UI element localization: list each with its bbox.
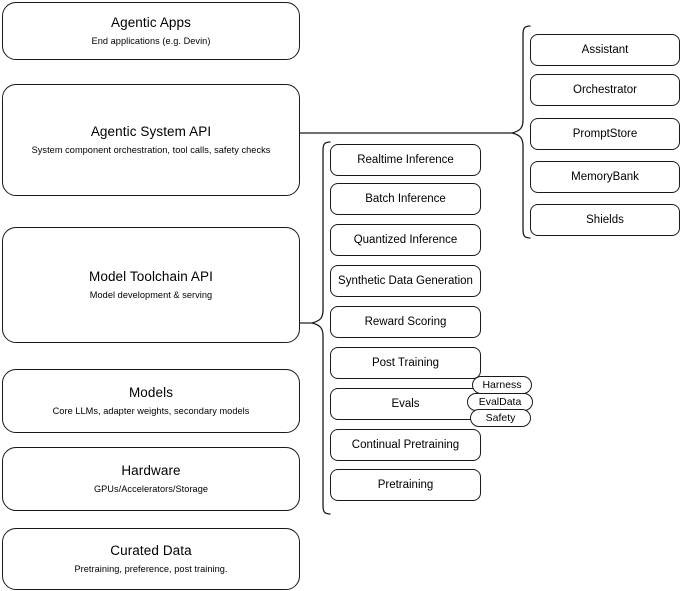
component-label: Assistant: [581, 44, 629, 56]
component-label: Orchestrator: [573, 84, 637, 96]
layer-subtitle: End applications (e.g. Devin): [91, 36, 211, 46]
layer-title: Curated Data: [110, 543, 192, 558]
component-label: PromptStore: [572, 128, 638, 140]
component-label: Post Training: [371, 357, 440, 369]
layer-subtitle: GPUs/Accelerators/Storage: [93, 484, 209, 494]
layer-title: Hardware: [121, 463, 181, 478]
component-box-batch-inference[interactable]: Batch Inference: [330, 183, 481, 215]
pill-safety[interactable]: Safety: [470, 409, 531, 427]
component-label: Shields: [586, 214, 624, 226]
component-box-continual-pretraining[interactable]: Continual Pretraining: [330, 429, 481, 461]
component-label: Realtime Inference: [357, 154, 454, 166]
component-box-post-training[interactable]: Post Training: [330, 347, 481, 379]
layer-box-models[interactable]: Models Core LLMs, adapter weights, secon…: [2, 369, 300, 433]
layer-box-model-toolchain-api[interactable]: Model Toolchain API Model development & …: [2, 227, 300, 343]
component-label: Pretraining: [377, 479, 434, 491]
component-label: MemoryBank: [571, 171, 639, 183]
layer-subtitle: Pretraining, preference, post training.: [74, 564, 228, 574]
layer-title: Agentic System API: [90, 124, 212, 139]
component-box-pretraining[interactable]: Pretraining: [330, 469, 481, 501]
layer-subtitle: Model development & serving: [89, 290, 213, 300]
connector-model-toolchain-api-to-components: [300, 316, 314, 330]
component-box-evals[interactable]: Evals: [330, 388, 481, 420]
component-box-reward-scoring[interactable]: Reward Scoring: [330, 306, 481, 338]
component-label: Quantized Inference: [353, 234, 458, 246]
component-label: Reward Scoring: [364, 316, 447, 328]
pill-label: EvalData: [478, 396, 522, 408]
pill-harness[interactable]: Harness: [472, 376, 532, 394]
layer-title: Agentic Apps: [110, 15, 191, 30]
component-box-orchestrator[interactable]: Orchestrator: [530, 74, 680, 106]
component-box-assistant[interactable]: Assistant: [530, 34, 680, 66]
layer-box-agentic-system-api[interactable]: Agentic System API System component orch…: [2, 84, 300, 196]
layer-box-agentic-apps[interactable]: Agentic Apps End applications (e.g. Devi…: [2, 2, 300, 60]
pill-label: Harness: [482, 379, 522, 391]
component-box-promptstore[interactable]: PromptStore: [530, 118, 680, 150]
layer-box-hardware[interactable]: Hardware GPUs/Accelerators/Storage: [2, 447, 300, 511]
layer-title: Models: [128, 385, 174, 400]
layer-subtitle: Core LLMs, adapter weights, secondary mo…: [52, 406, 250, 416]
pill-label: Safety: [485, 412, 516, 424]
component-box-shields[interactable]: Shields: [530, 204, 680, 236]
component-label: Continual Pretraining: [351, 439, 460, 451]
component-box-memorybank[interactable]: MemoryBank: [530, 161, 680, 193]
layer-subtitle: System component orchestration, tool cal…: [31, 145, 271, 155]
layer-title: Model Toolchain API: [89, 269, 213, 284]
component-label: Batch Inference: [365, 193, 446, 205]
component-box-realtime-inference[interactable]: Realtime Inference: [330, 144, 481, 176]
component-box-synthetic-data-generation[interactable]: Synthetic Data Generation: [330, 265, 481, 297]
component-box-quantized-inference[interactable]: Quantized Inference: [330, 224, 481, 256]
component-label: Evals: [391, 398, 420, 410]
layer-box-curated-data[interactable]: Curated Data Pretraining, preference, po…: [2, 528, 300, 590]
component-label: Synthetic Data Generation: [338, 275, 473, 287]
